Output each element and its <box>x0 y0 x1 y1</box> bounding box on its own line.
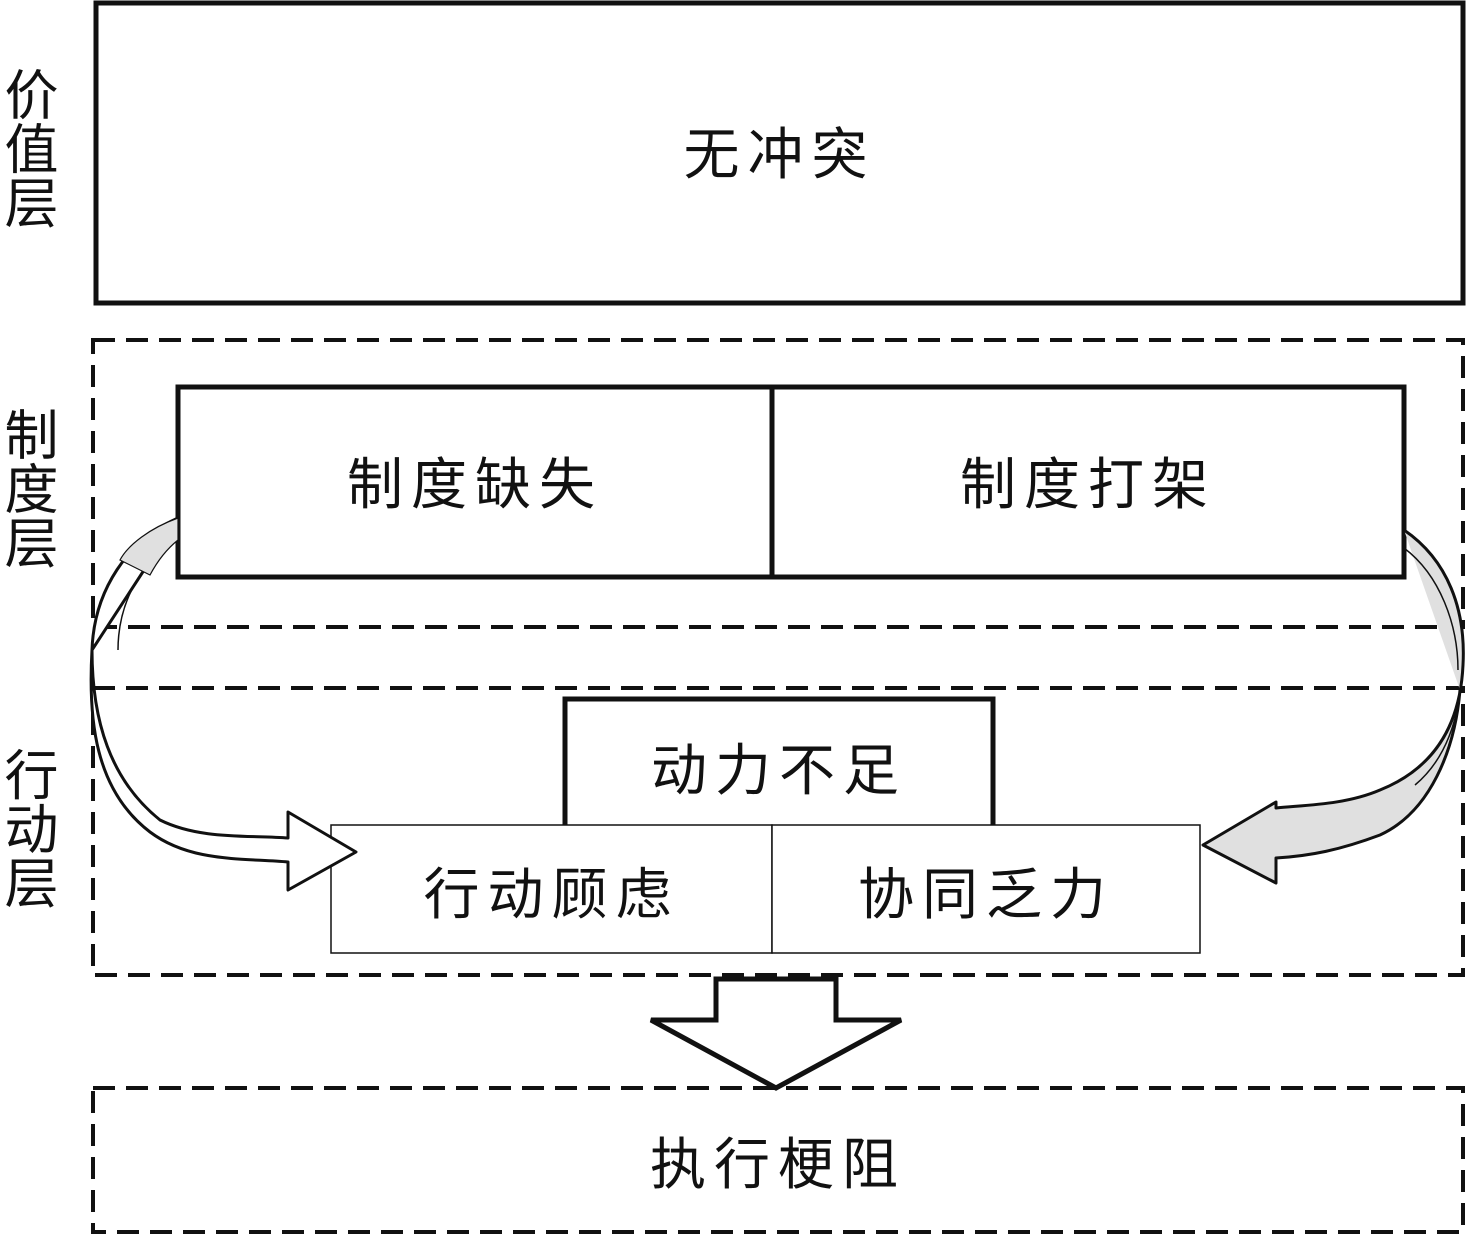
lack-of-coordination-label: 协同乏力 <box>858 862 1114 928</box>
lack-of-coordination-box <box>771 824 1201 954</box>
action-concerns-box <box>330 824 773 954</box>
execution-obstruction-label: 执行梗阻 <box>650 1132 906 1198</box>
no-conflict-label: 无冲突 <box>683 122 876 188</box>
right-curved-arrow <box>1201 528 1465 885</box>
down-block-arrow <box>649 976 903 1091</box>
insufficient-motivation-box <box>562 696 996 842</box>
action-layer-region <box>91 686 1465 977</box>
institution-missing-label: 制度缺失 <box>347 452 603 518</box>
left-curved-arrow <box>89 516 358 892</box>
value-layer-label: 价值层 <box>0 67 58 229</box>
action-layer-label: 行动层 <box>0 747 58 909</box>
value-layer-box <box>93 0 1466 306</box>
institution-conflict-label: 制度打架 <box>960 452 1216 518</box>
execution-obstruction-box <box>91 1086 1465 1234</box>
institution-conflict-box <box>769 384 1407 580</box>
insufficient-motivation-label: 动力不足 <box>651 738 907 804</box>
institution-layer-label: 制度层 <box>0 407 58 569</box>
institution-layer-region <box>91 338 1465 629</box>
action-concerns-label: 行动顾虑 <box>423 862 680 928</box>
